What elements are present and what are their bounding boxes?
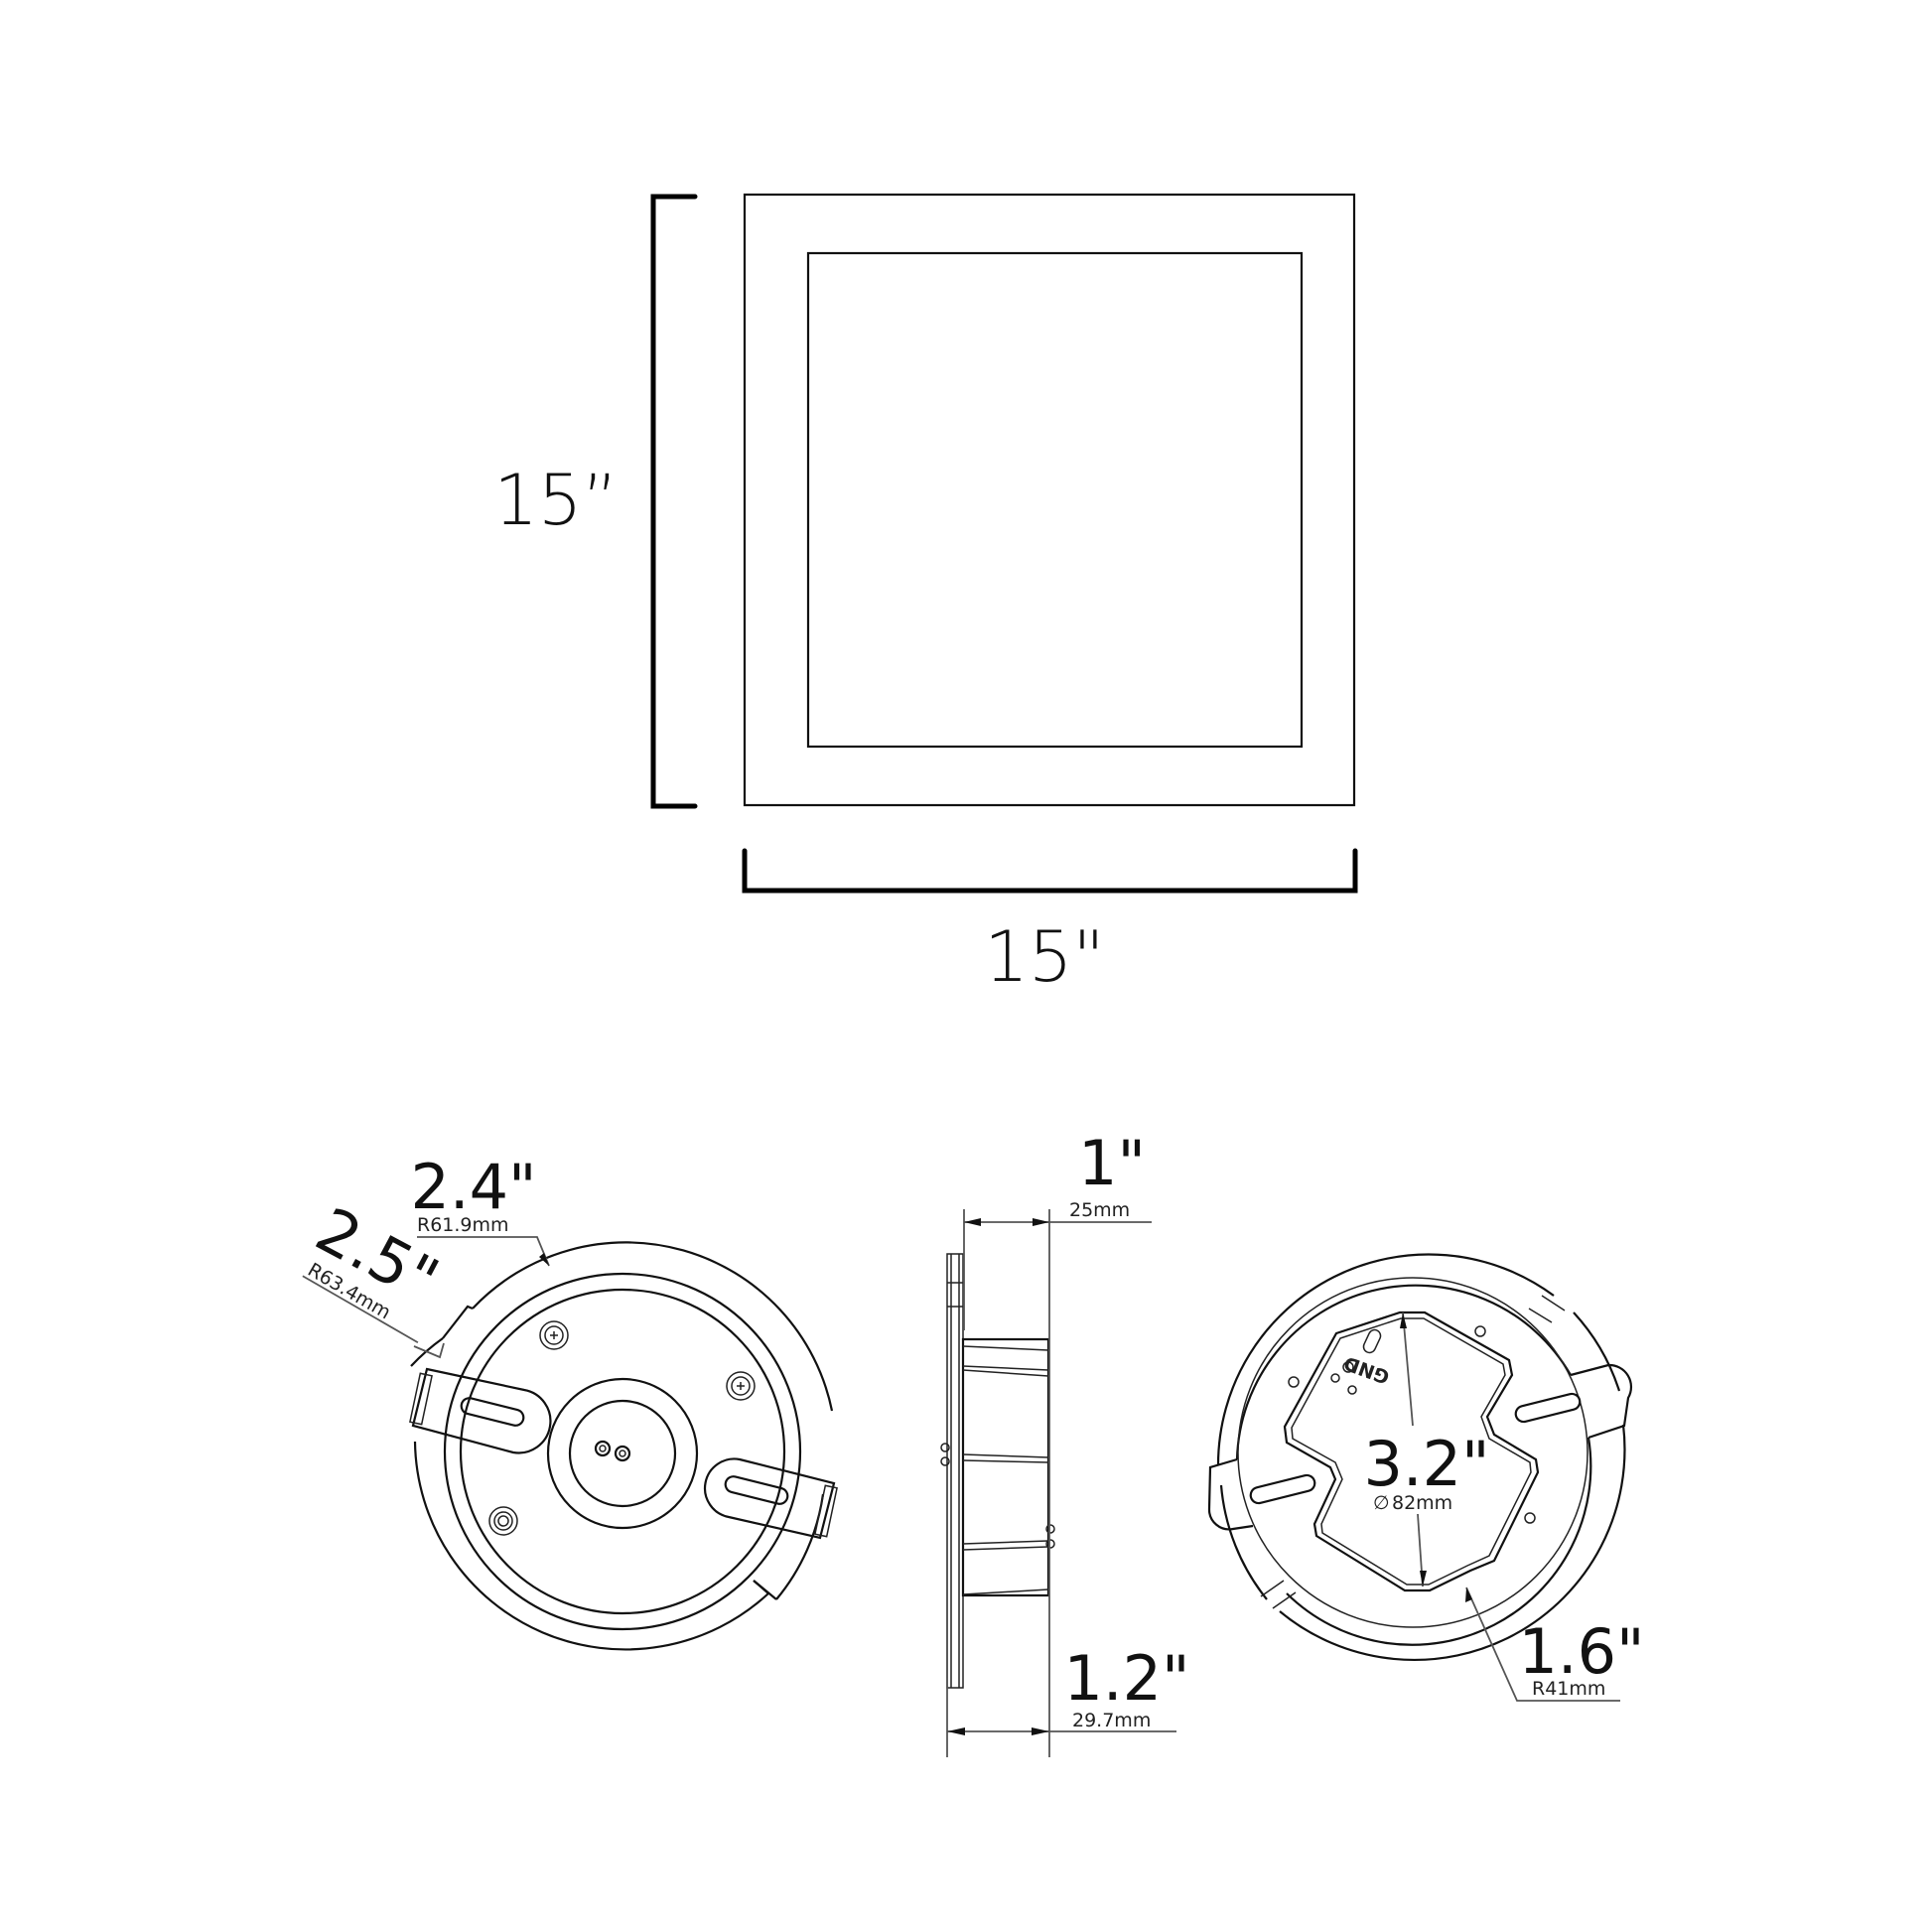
mounting-tab-right xyxy=(1570,1363,1633,1440)
arrowhead xyxy=(539,1253,549,1266)
slot xyxy=(1249,1473,1316,1505)
center-hub-outer xyxy=(546,1377,699,1530)
depth-1-label: 1" xyxy=(1078,1127,1146,1199)
height-label: 15” xyxy=(493,460,618,541)
plate-body xyxy=(459,1288,786,1615)
radius-1-6-label: 1.6" xyxy=(1518,1615,1644,1688)
side-view xyxy=(940,1253,1055,1689)
diameter-label: 3.2" xyxy=(1363,1428,1489,1500)
outer-frame xyxy=(743,193,1356,807)
width-label: 15" xyxy=(984,916,1104,998)
screw-icon xyxy=(488,1506,518,1536)
width-dimension-bracket xyxy=(742,848,1358,894)
inner-lens xyxy=(806,251,1304,749)
depth-1-2-mm: 29.7mm xyxy=(1072,1710,1151,1731)
mounting-ring xyxy=(443,1272,802,1631)
wire-holes xyxy=(594,1440,631,1462)
leader-line-2-5 xyxy=(413,1342,445,1359)
center-hub-inner xyxy=(568,1399,677,1508)
junction-opening xyxy=(1283,1311,1540,1592)
radius-2-4-label: 2.4" xyxy=(410,1151,536,1223)
height-dimension-bracket xyxy=(650,194,698,809)
front-view-square-fixture xyxy=(743,193,1356,807)
diameter-mm: 82mm xyxy=(1392,1492,1452,1514)
slot xyxy=(1514,1392,1582,1424)
ground-label: GND xyxy=(1341,1351,1393,1388)
ground-slot xyxy=(1362,1328,1382,1354)
radius-1-6-mm: R41mm xyxy=(1532,1678,1605,1700)
mounting-tab-right xyxy=(703,1457,838,1540)
mounting-plate-back-view xyxy=(409,1241,838,1651)
screw-icon xyxy=(726,1371,756,1401)
depth-1-2-label: 1.2" xyxy=(1063,1642,1189,1715)
radius-2-4-mm: R61.9mm xyxy=(417,1214,509,1236)
mounting-plate-front-view: GND xyxy=(1207,1253,1633,1662)
junction-box xyxy=(961,1337,1050,1597)
trim-plate xyxy=(946,1253,964,1689)
leader-line-1-6 xyxy=(1465,1587,1620,1702)
diameter-line-top xyxy=(1402,1311,1414,1427)
screw-icon xyxy=(539,1320,569,1350)
depth-1-mm: 25mm xyxy=(1069,1199,1130,1221)
diameter-symbol: ∅ xyxy=(1373,1492,1390,1514)
mounting-tab-left xyxy=(1207,1457,1254,1531)
mounting-tab-left xyxy=(409,1367,552,1454)
